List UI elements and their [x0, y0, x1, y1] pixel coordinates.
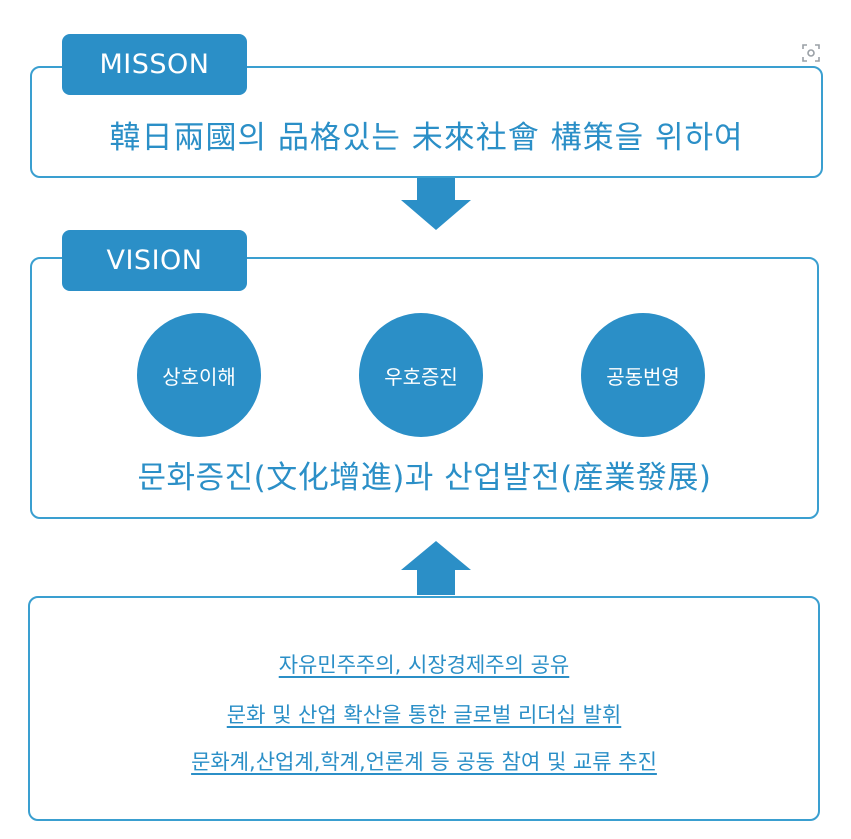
mission-statement: 韓日兩國의 品格있는 未來社會 構策을 위하여 — [109, 120, 744, 156]
vision-circle-friendship: 우호증진 — [359, 313, 483, 437]
value-link-global-leadership[interactable]: 문화 및 산업 확산을 통한 글로벌 리더십 발휘 — [226, 703, 622, 727]
vision-tab: VISION — [62, 230, 247, 291]
vision-box: 상호이해 우호증진 공동번영 문화증진(文化增進)과 산업발전(産業發展) — [30, 257, 819, 519]
vision-circle-co-prosperity: 공동번영 — [581, 313, 705, 437]
image-search-icon[interactable] — [801, 43, 821, 63]
vision-statement: 문화증진(文化增進)과 산업발전(産業發展) — [137, 460, 712, 496]
values-box: 자유민주주의, 시장경제주의 공유 문화 및 산업 확산을 통한 글로벌 리더십… — [28, 596, 820, 821]
arrow-up-icon — [401, 541, 471, 595]
vision-circle-mutual-understanding: 상호이해 — [137, 313, 261, 437]
arrow-down-icon — [401, 178, 471, 230]
mission-box: 韓日兩國의 品格있는 未來社會 構策을 위하여 — [30, 66, 823, 178]
value-link-joint-participation[interactable]: 문화계,산업계,학계,언론계 등 공동 참여 및 교류 추진 — [191, 750, 657, 774]
mission-tab: MISSON — [62, 34, 247, 95]
value-link-democracy-market[interactable]: 자유민주주의, 시장경제주의 공유 — [278, 653, 570, 677]
